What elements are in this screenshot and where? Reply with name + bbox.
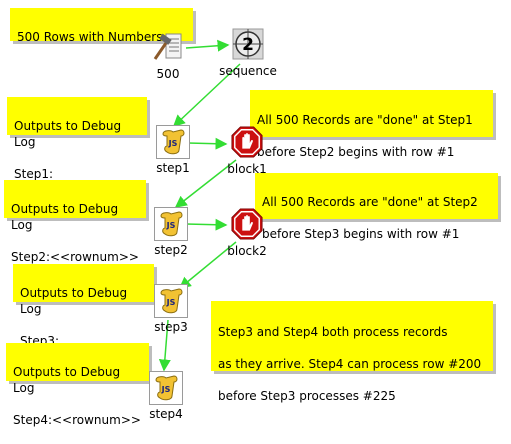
note-debug-step3[interactable]: Outputs to Debug Log Step3:<<rownum>> [13, 264, 154, 364]
step-block2[interactable]: block2 [227, 208, 267, 266]
note-line: All 500 Records are "done" at Step1 [257, 113, 473, 127]
note-line: before Step3 processes #225 [218, 389, 396, 403]
hop-sequence-to-step1[interactable] [172, 63, 241, 128]
javascript-icon: JS [154, 207, 188, 241]
note-line: Outputs to Debug Log [13, 365, 121, 395]
step-step3[interactable]: JS step3 [151, 284, 191, 342]
hop-rows-to-sequence[interactable] [185, 39, 230, 52]
note-debug-step2[interactable]: Outputs to Debug Log Step2:<<rownum>> [4, 180, 146, 264]
note-line: before Step3 begins with row #1 [262, 227, 460, 241]
svg-text:JS: JS [161, 385, 171, 394]
note-line: Step2:<<rownum>> [11, 250, 139, 264]
hop-block2-to-step3[interactable] [178, 241, 237, 289]
note-line: Outputs to Debug Log [20, 286, 128, 316]
note-done-step1[interactable]: All 500 Records are "done" at Step1 befo… [250, 90, 493, 159]
step-label: sequence [219, 64, 277, 78]
note-line: as they arrive. Step4 can process row #2… [218, 357, 482, 371]
hop-step1-to-block1[interactable] [187, 137, 228, 150]
hops-canvas [158, 39, 241, 372]
note-debug-step1[interactable]: Outputs to Debug Log Step1:<<rownum>> [7, 97, 147, 197]
svg-text:JS: JS [168, 139, 178, 148]
step-block1[interactable]: block1 [227, 126, 267, 184]
note-line: Outputs to Debug Log [11, 202, 119, 232]
sequence-icon: 2 [232, 28, 264, 60]
note-done-step2[interactable]: All 500 Records are "done" at Step2 befo… [255, 173, 498, 241]
note-line: before Step2 begins with row #1 [257, 145, 455, 159]
note-parallel[interactable]: Step3 and Step4 both process records as … [211, 301, 493, 403]
note-line: Step3 and Step4 both process records [218, 325, 448, 339]
note-text: 500 Rows with Numbers [17, 30, 163, 44]
javascript-icon: JS [156, 125, 190, 159]
step-label: 500 [156, 67, 180, 81]
hop-step2-to-block2[interactable] [185, 218, 228, 231]
hop-block1-to-step2[interactable] [174, 159, 237, 208]
step-sequence[interactable]: 2 sequence [219, 28, 277, 86]
generate-rows-icon [152, 31, 184, 63]
svg-text:JS: JS [166, 298, 176, 307]
step-label: block2 [227, 244, 267, 258]
step-label: step2 [154, 243, 188, 257]
javascript-icon: JS [149, 371, 183, 405]
note-line: All 500 Records are "done" at Step2 [262, 195, 478, 209]
svg-text:2: 2 [242, 35, 254, 55]
hop-step3-to-step4[interactable] [158, 319, 171, 372]
note-debug-step4[interactable]: Outputs to Debug Log Step4:<<rownum>> [6, 343, 149, 427]
step-step2[interactable]: JS step2 [151, 207, 191, 265]
stop-hand-icon [231, 208, 263, 240]
javascript-icon: JS [154, 284, 188, 318]
step-label: step1 [156, 161, 190, 175]
step-generate-rows[interactable]: 500 [148, 31, 188, 89]
step-step4[interactable]: JS step4 [146, 371, 186, 429]
svg-text:JS: JS [166, 221, 176, 230]
step-step1[interactable]: JS step1 [153, 125, 193, 183]
step-label: step3 [154, 320, 188, 334]
note-line: Step4:<<rownum>> [13, 413, 141, 427]
stop-hand-icon [231, 126, 263, 158]
step-label: step4 [149, 407, 183, 421]
note-line: Outputs to Debug Log [14, 119, 122, 149]
step-label: block1 [227, 162, 267, 176]
